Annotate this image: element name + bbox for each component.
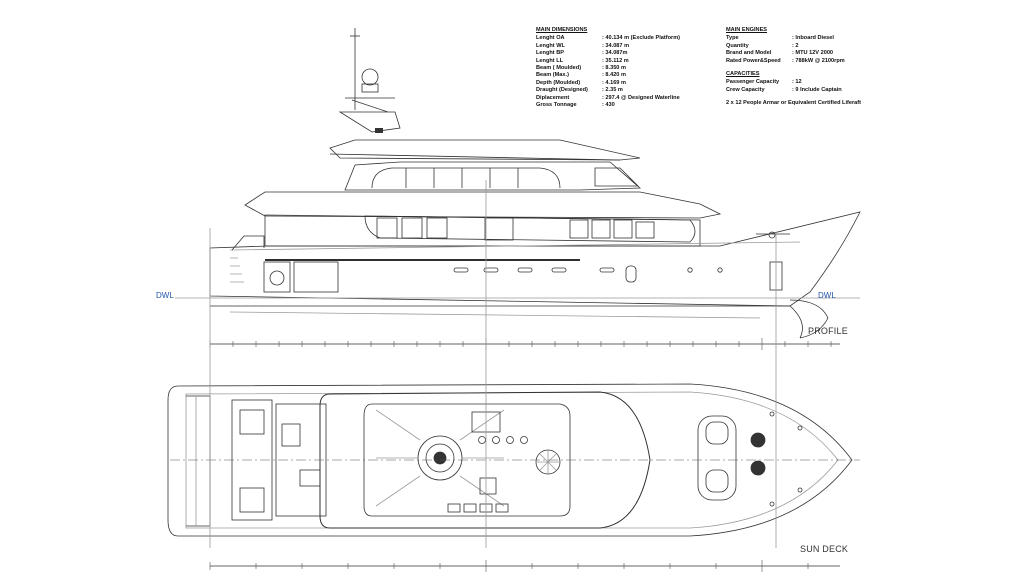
capacity-value: : 12 [792, 79, 802, 86]
profile-view [175, 28, 861, 360]
dimension-row: Depth (Moulded) : 4.169 m [536, 80, 680, 87]
dimension-label: Lenght BP [536, 50, 564, 57]
dimension-row: Diplacement : 297.4 @ Designed Waterline [536, 95, 680, 102]
engine-value: : 2 [792, 42, 799, 49]
engine-value: : Inboard Diesel [792, 35, 834, 42]
dimension-label: Depth (Moulded) [536, 79, 581, 86]
dimension-value: : 34.087 m [602, 42, 630, 49]
dimension-label: Beam (Max.) [536, 72, 569, 79]
engine-row: Quantity : 2 [726, 43, 861, 50]
engine-value: : MTU 12V 2000 [792, 50, 834, 57]
capacity-label: Passenger Capacity [726, 79, 780, 86]
dimension-label: Lenght LL [536, 57, 564, 64]
engine-label: Quantity [726, 42, 749, 49]
dimension-value: : 297.4 @ Designed Waterline [602, 94, 680, 101]
engine-row: Type : Inboard Diesel [726, 35, 861, 42]
capacity-value: : 9 Include Captain [792, 86, 842, 93]
dimension-label: Lenght WL [536, 42, 565, 49]
main-dimensions-table: MAIN DIMENSIONS Lenght OA : 40.134 m (Exc… [536, 27, 680, 109]
dimension-value: : 40.134 m (Exclude Platform) [602, 35, 681, 42]
dimension-value: : 430 [602, 102, 615, 109]
dimension-row: Lenght LL : 35.112 m [536, 58, 680, 65]
dimension-row: Beam (Max.) : 8.420 m [536, 72, 680, 79]
engine-value: : 788kW @ 2100rpm [792, 57, 845, 64]
dimension-label: Draught (Designed) [536, 87, 588, 94]
dimension-value: : 35.112 m [602, 57, 629, 64]
capacities-title: CAPACITIES [726, 71, 760, 78]
main-engines-table: MAIN ENGINES Type : Inboard Diesel Quanti… [726, 27, 861, 108]
dimension-label: Diplacement [536, 94, 570, 101]
sun-deck-plan-view [167, 360, 860, 572]
dimension-row: Draught (Designed) : 2.35 m [536, 87, 680, 94]
dimension-value: : 4.169 m [602, 79, 626, 86]
capacity-label: Crew Capacity [726, 86, 765, 93]
main-engines-title: MAIN ENGINES [726, 27, 768, 33]
dimension-label: Beam ( Moulded) [536, 65, 582, 72]
capacity-row: Crew Capacity : 9 Include Captain [726, 87, 861, 94]
waterline-label-aft: DWL [156, 291, 174, 300]
dimension-row: Lenght WL : 34.087 m [536, 43, 680, 50]
engine-label: Rated Power&Speed [726, 57, 781, 64]
engine-label: Brand and Model [726, 50, 772, 57]
liferaft-note: 2 x 12 People Armar or Equivalent Certif… [726, 100, 862, 107]
dimension-value: : 2.35 m [602, 87, 623, 94]
dimension-value: : 34.087m [602, 50, 628, 57]
dimension-row: Lenght BP : 34.087m [536, 50, 680, 57]
engine-row: Brand and Model : MTU 12V 2000 [726, 50, 861, 57]
main-dimensions-title: MAIN DIMENSIONS [536, 27, 588, 33]
waterline-label-fwd: DWL [818, 291, 836, 300]
engine-row: Rated Power&Speed : 788kW @ 2100rpm [726, 58, 861, 65]
sun-deck-view-label: SUN DECK [800, 544, 849, 554]
dimension-value: : 8.420 m [602, 72, 626, 79]
dimension-value: : 8.350 m [602, 65, 626, 72]
profile-view-label: PROFILE [808, 326, 848, 336]
engine-label: Type [726, 35, 739, 42]
dimension-label: Gross Tonnage [536, 102, 577, 109]
dimension-row: Beam ( Moulded) : 8.350 m [536, 65, 680, 72]
capacity-row: Passenger Capacity : 12 [726, 79, 861, 86]
dimension-label: Lenght OA [536, 35, 565, 42]
dimension-row: Gross Tonnage : 430 [536, 102, 680, 109]
dimension-row: Lenght OA : 40.134 m (Exclude Platform) [536, 35, 680, 42]
